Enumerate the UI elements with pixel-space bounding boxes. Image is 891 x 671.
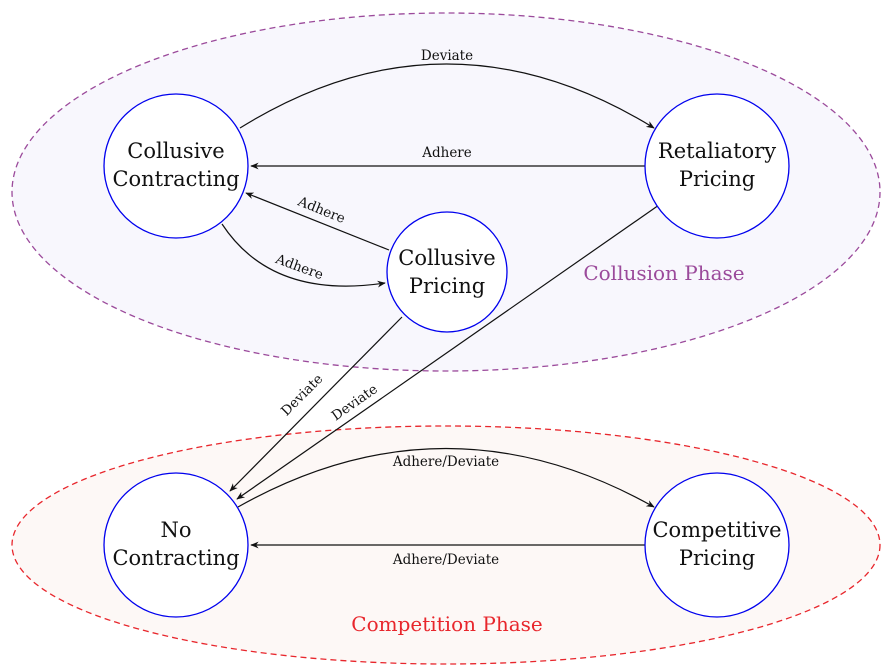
edge-cc-to-cp (221, 223, 386, 288)
node-label-line2: Pricing (679, 546, 755, 570)
node-label-line2: Contracting (112, 167, 239, 191)
label-rp-to-nc: Deviate (329, 381, 381, 424)
label-cc-to-rp: Deviate (421, 48, 473, 64)
edge-cp-to-cc (245, 192, 390, 251)
node-collusive-pricing: Collusive Pricing (386, 211, 508, 333)
node-label-line1: Collusive (127, 139, 224, 163)
edge-cc-to-rp (239, 63, 655, 129)
label-cp-to-nc: Deviate (278, 371, 326, 419)
label-nc-to-comp: Adhere/Deviate (392, 454, 499, 470)
collusion-phase-label: Collusion Phase (583, 261, 744, 285)
node-no-contracting: No Contracting (103, 472, 249, 618)
edge-rp-to-nc (236, 204, 660, 500)
node-collusive-contracting: Collusive Contracting (103, 93, 249, 239)
node-label-line2: Pricing (679, 167, 755, 191)
edge-cp-to-nc (229, 316, 403, 492)
label-comp-to-nc: Adhere/Deviate (392, 552, 499, 568)
collusion-phase-region (11, 12, 881, 372)
node-competitive-pricing: Competitive Pricing (644, 472, 790, 618)
node-label-line2: Contracting (112, 546, 239, 570)
node-label-line1: Collusive (398, 246, 495, 270)
node-label-line1: Retaliatory (658, 139, 776, 163)
node-label-line1: No (160, 518, 191, 542)
node-retaliatory-pricing: Retaliatory Pricing (644, 93, 790, 239)
label-rp-to-cc: Adhere (421, 145, 472, 161)
node-label-line2: Pricing (409, 274, 485, 298)
competition-phase-label: Competition Phase (351, 612, 542, 636)
edge-nc-to-comp (237, 447, 655, 508)
node-label-line1: Competitive (652, 518, 781, 542)
